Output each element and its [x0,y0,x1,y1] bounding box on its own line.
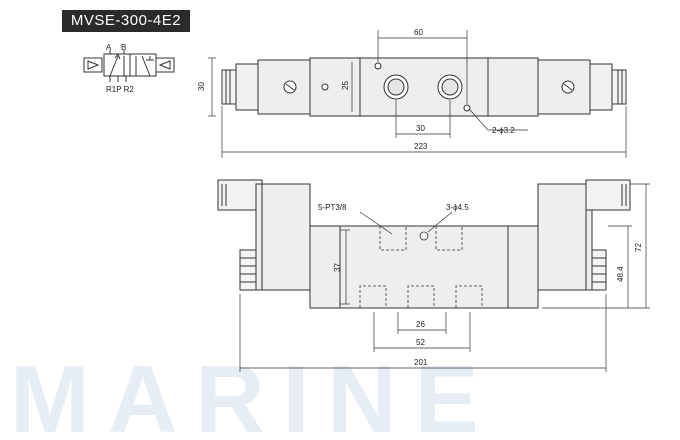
dim-25: 25 [341,81,350,90]
dim-30-holes: 30 [416,124,425,133]
front-left-connector [217,179,263,211]
dim-30-height: 30 [197,82,206,91]
top-mount-hole-2 [463,104,471,112]
dim-60: 60 [414,28,423,37]
dim-201: 201 [414,358,428,367]
hole-note-front: 3-ϕ4.5 [446,203,469,212]
front-right-override [591,249,607,291]
symbol-port-b: B [121,43,126,52]
top-dimensions [208,30,627,158]
dim-223: 223 [414,142,428,151]
dim-48-4: 48.4 [616,266,625,282]
top-left-connector-body [235,63,259,111]
hole-note-top: 2-ϕ3.2 [492,126,515,135]
valve-symbol [83,50,175,82]
top-main-body [309,57,539,117]
front-ports [359,226,483,308]
top-right-connector [611,69,627,105]
front-view [217,179,631,309]
dim-52: 52 [416,338,425,347]
top-mount-hole-1 [374,62,382,70]
dim-72: 72 [634,243,643,252]
top-view [221,57,627,117]
model-title-badge: MVSE-300-4E2 [62,10,190,32]
front-dimensions [239,183,650,372]
symbol-port-a: A [106,43,112,52]
top-left-connector [221,69,237,105]
port-note: 5-PT3/8 [318,203,347,212]
watermark-text: MARINE [10,346,497,440]
symbol-ports-bottom: R1P R2 [106,85,134,94]
front-mount-hole [419,231,429,241]
front-right-coil [537,183,593,291]
front-right-connector [585,179,631,211]
dim-37: 37 [333,263,342,272]
symbol-solenoid-right [155,57,175,73]
top-right-connector-body [589,63,613,111]
symbol-solenoid-left [83,57,103,73]
dim-26: 26 [416,320,425,329]
front-left-coil [255,183,311,291]
front-left-override [239,249,257,291]
